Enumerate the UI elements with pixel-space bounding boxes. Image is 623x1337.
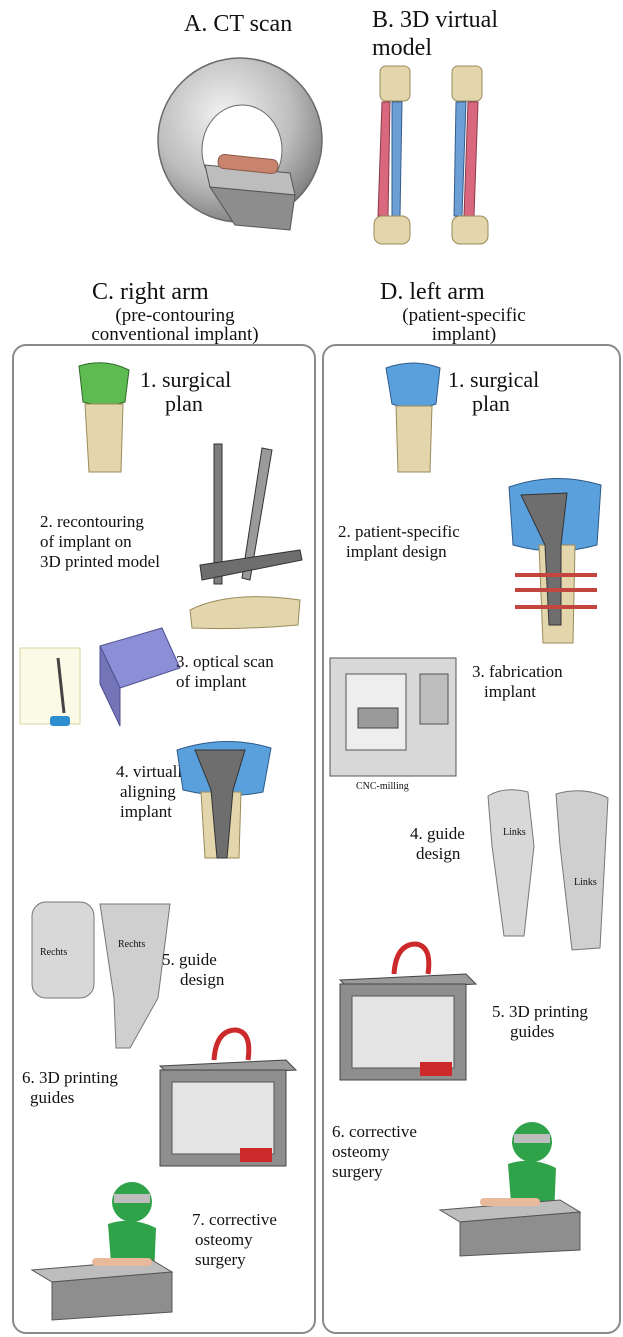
left-step6-1: 6. corrective — [332, 1122, 417, 1141]
planned-bone-icon — [75, 362, 135, 474]
right-step7-2: osteomy — [195, 1230, 253, 1249]
3d-printer-left-icon — [330, 944, 480, 1084]
virtual-model-title-2: model — [372, 36, 432, 61]
right-step1-1: 1. surgical — [140, 368, 231, 392]
left-step5-2: guides — [510, 1022, 554, 1041]
ct-scan-title: A. CT scan — [184, 12, 292, 37]
left-step6-2: osteomy — [332, 1142, 390, 1161]
left-step2-1: 2. patient-specific — [338, 522, 460, 541]
right-step2-1: 2. recontouring — [40, 512, 144, 531]
bone-model-icon — [370, 66, 510, 266]
left-step5-1: 5. 3D printing — [492, 1002, 588, 1021]
left-step4-2: design — [416, 844, 460, 863]
left-step3-2: implant — [484, 682, 536, 701]
left-arm-sub-1: (patient-specific — [364, 306, 564, 325]
right-step7-3: surgery — [195, 1250, 246, 1269]
guide-left-icon — [484, 786, 614, 954]
guide-text-l1: Links — [503, 828, 526, 839]
left-arm-title: D. left arm — [380, 280, 485, 305]
right-step2-2: of implant on — [40, 532, 132, 551]
left-step2-2: implant design — [346, 542, 447, 561]
cnc-caption: CNC-milling — [356, 782, 409, 793]
right-step5-1: 5. guide — [162, 950, 217, 969]
planned-bone-left-icon — [384, 362, 444, 474]
right-step6-2: guides — [30, 1088, 74, 1107]
right-step5-2: design — [180, 970, 224, 989]
left-step1-2: plan — [472, 392, 510, 416]
left-step3-1: 3. fabrication — [472, 662, 563, 681]
aligned-implant-icon — [175, 740, 275, 860]
3d-printer-icon — [150, 1030, 300, 1170]
virtual-model-title-1: B. 3D virtual — [372, 8, 498, 33]
right-arm-sub-1: (pre-contouring — [60, 306, 290, 325]
cnc-mill-icon — [328, 652, 458, 780]
left-arm-sub-2: implant) — [364, 325, 564, 344]
surgeon-left-icon — [440, 1118, 600, 1258]
surgeon-icon — [32, 1180, 192, 1320]
right-step7-1: 7. corrective — [192, 1210, 277, 1229]
guide-text-r1: Rechts — [40, 948, 67, 959]
patient-implant-icon — [505, 475, 605, 645]
optical-scanner-icon — [20, 628, 180, 728]
right-step2-3: 3D printed model — [40, 552, 160, 571]
plate-implant-icon — [190, 440, 310, 630]
guide-text-l2: Links — [574, 878, 597, 889]
right-step3-2: of implant — [176, 672, 246, 691]
left-step1-1: 1. surgical — [448, 368, 539, 392]
right-step6-1: 6. 3D printing — [22, 1068, 118, 1087]
left-step6-3: surgery — [332, 1162, 383, 1181]
right-arm-sub-2: conventional implant) — [60, 325, 290, 344]
ct-scanner-icon — [150, 55, 330, 245]
right-step4-3: implant — [120, 802, 172, 821]
right-step1-2: plan — [165, 392, 203, 416]
right-arm-title: C. right arm — [92, 280, 209, 305]
right-step4-2: aligning — [120, 782, 176, 801]
left-step4-1: 4. guide — [410, 824, 465, 843]
right-step3-1: 3. optical scan — [176, 652, 274, 671]
guide-text-r2: Rechts — [118, 940, 145, 951]
